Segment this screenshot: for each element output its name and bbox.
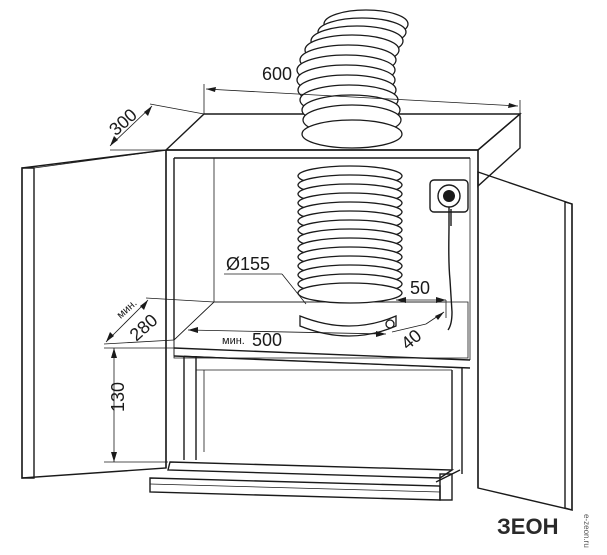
duct-clamp (299, 315, 397, 337)
dim-600-label: 600 (262, 64, 292, 84)
dim-155-label: Ø155 (226, 254, 270, 274)
dim-duct-diameter: Ø155 (224, 254, 307, 305)
dim-height-130: 130 (104, 347, 174, 463)
hood-body (149, 355, 463, 501)
cabinet-right-side (477, 112, 521, 188)
dim-min-width-500: мин. 500 (187, 327, 387, 350)
dim-300-label: 300 (105, 105, 141, 140)
dim-50-label: 50 (410, 278, 430, 298)
dim-130-label: 130 (108, 382, 128, 412)
brand-logo-text: ЗЕОН (497, 514, 558, 539)
right-door (477, 171, 573, 511)
dim-280-label: 280 (126, 310, 162, 345)
brand-side-text: e-zeon.ru (582, 514, 591, 548)
dim-500-label: 500 (252, 330, 282, 350)
dim-width-600: 600 (203, 64, 521, 114)
shelf (173, 301, 471, 369)
dim-500-prefix: мин. (222, 335, 245, 347)
flexible-duct (296, 9, 409, 337)
dim-280-prefix: мин. (115, 297, 140, 321)
dim-front-40: 40 (391, 311, 445, 354)
duct-clamp-screw (385, 319, 395, 329)
left-door (21, 149, 167, 479)
dim-side-50: 50 (396, 278, 447, 318)
duct-collar-top (301, 119, 403, 149)
duct-rib-inner (297, 282, 403, 304)
brand-logo: ЗЕОН e-zeon.ru (497, 514, 591, 548)
dim-min-depth-280: мин. 280 (103, 297, 215, 345)
power-socket (429, 179, 469, 331)
dim-depth-300: 300 (105, 103, 205, 151)
